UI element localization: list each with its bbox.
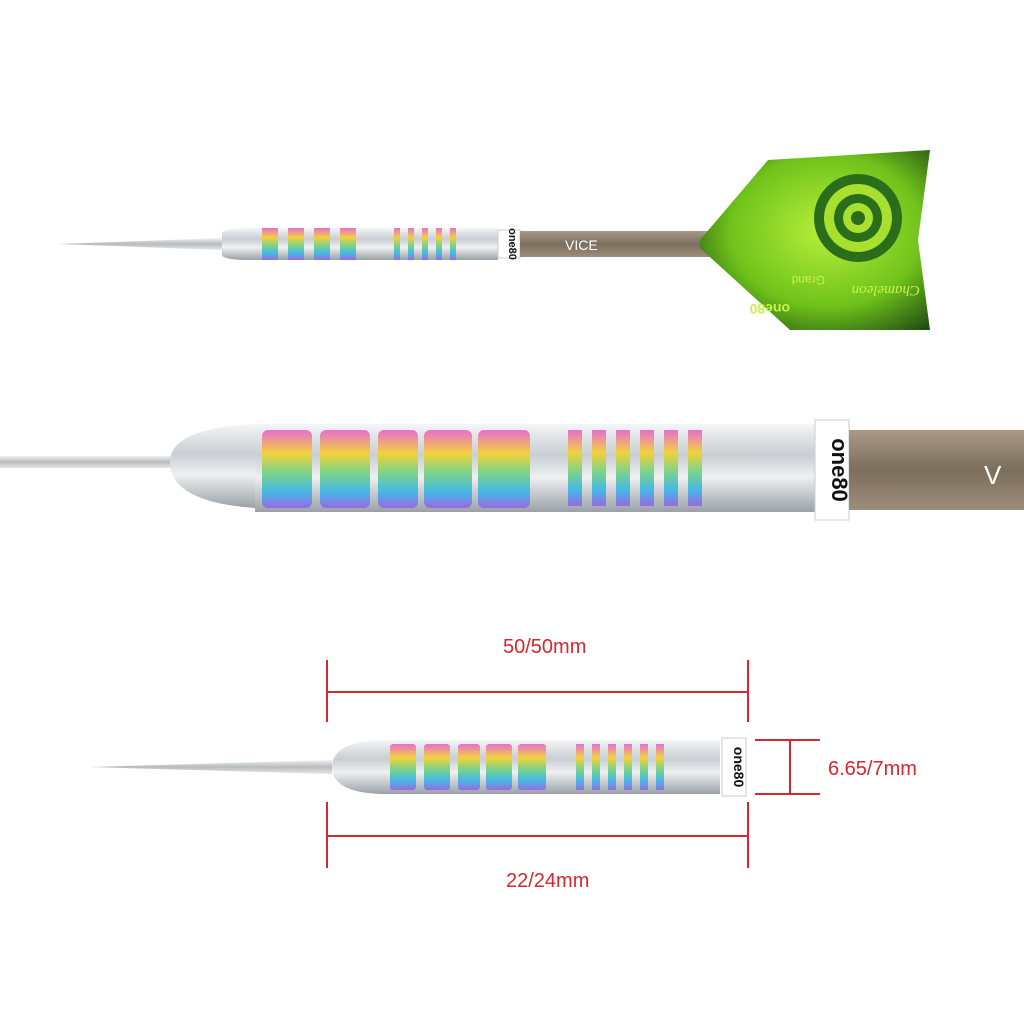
dim-dart-point: [90, 760, 332, 774]
dart-point: [58, 238, 222, 250]
closeup-brand-marking: one80: [827, 438, 852, 502]
barrel-grip-rings: [262, 228, 456, 260]
dimension-lines: [326, 660, 820, 868]
full-dart: one80 VICE Chameleon Grand one80: [58, 150, 930, 330]
spiral-icon: [814, 174, 902, 262]
total-length-label: 50/50mm: [503, 636, 587, 658]
barrel-diameter-label: 6.65/7mm: [828, 758, 917, 780]
barrel-nose: [222, 228, 248, 260]
flight-text-2: Grand: [792, 273, 825, 287]
dim-dart-nose: [332, 740, 380, 794]
barrel: [248, 228, 498, 260]
closeup-point: [0, 456, 180, 468]
brand-marking: one80: [506, 228, 518, 260]
dim-dart-grip-pattern: [390, 744, 664, 790]
shaft: [520, 231, 720, 257]
barrel-closeup: one80 V: [0, 419, 1024, 521]
closeup-shaft-marking: V: [984, 460, 1002, 490]
closeup-shaft: [849, 430, 1024, 510]
closeup-nose: [170, 424, 255, 508]
flight-brand: one80: [749, 301, 790, 317]
barrel-length-label: 22/24mm: [506, 870, 590, 892]
dimension-dart: one80: [90, 737, 747, 797]
shaft-marking: VICE: [565, 237, 598, 253]
flight-text: Chameleon: [852, 282, 920, 298]
dim-dart-brand-marking: one80: [731, 747, 747, 788]
closeup-grip-pattern: [262, 430, 702, 508]
dim-dart-brand-band: [721, 737, 747, 797]
